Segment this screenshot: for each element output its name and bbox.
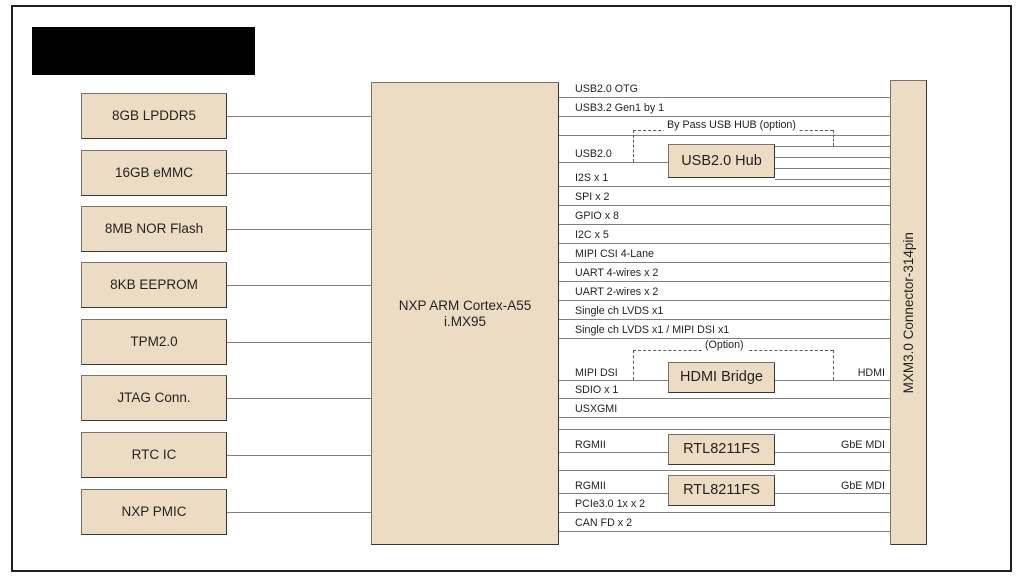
hub-out-line-4 — [775, 179, 890, 180]
left-block-label: 8KB EEPROM — [110, 277, 198, 293]
soc-label-line2: i.MX95 — [443, 313, 487, 329]
hub-out-line-3 — [775, 168, 890, 169]
signal-label-hdmi: HDMI — [857, 367, 885, 379]
mxm-connector-label: MXM3.0 Connector-314pin — [900, 231, 916, 394]
signal-label-usxgmi: USXGMI — [575, 403, 618, 415]
bypass-hdmi-dash-left — [633, 350, 634, 380]
signal-label-rgmii-2: RGMII — [575, 480, 606, 492]
ethernet-phy-block-2[interactable]: RTL8211FS — [668, 475, 775, 506]
line-lpddr5-to-soc — [227, 116, 371, 117]
ethernet-phy-label: RTL8211FS — [683, 441, 760, 458]
signal-label-i2s: I2S x 1 — [575, 172, 609, 184]
signal-line-i2s — [559, 186, 890, 187]
signal-line-gpio — [559, 224, 890, 225]
signal-label-canfd: CAN FD x 2 — [575, 517, 633, 529]
signal-line-mipicsi — [559, 262, 890, 263]
signal-label-i2c: I2C x 5 — [575, 229, 609, 241]
left-block-jtag[interactable]: JTAG Conn. — [81, 375, 227, 421]
signal-line-rgmii2-to-phy — [559, 493, 668, 494]
signal-label-sdio: SDIO x 1 — [575, 384, 619, 396]
signal-line-usxgmi — [559, 417, 890, 418]
signal-line-usb20-to-hub — [559, 162, 668, 163]
mxm-connector-block[interactable]: MXM3.0 Connector-314pin — [890, 80, 927, 545]
signal-line-canfd — [559, 531, 890, 532]
left-block-label: RTC IC — [131, 447, 177, 463]
signal-label-gbe-mdi-1: GbE MDI — [841, 439, 885, 451]
left-block-label: 8GB LPDDR5 — [111, 108, 197, 124]
bypass-usb-dash-right — [833, 130, 834, 146]
signal-line-mipidsi-to-bridge — [559, 380, 668, 381]
signal-line-usb32 — [559, 116, 890, 117]
signal-line-phy2-to-mdi — [775, 493, 890, 494]
signal-label-usb32: USB3.2 Gen1 by 1 — [575, 102, 665, 114]
line-eeprom-to-soc — [227, 285, 371, 286]
signal-line-lvds1 — [559, 319, 890, 320]
signal-line-usb20-otg — [559, 97, 890, 98]
signal-line-sep-b — [559, 429, 890, 430]
signal-line-pcie — [559, 512, 890, 513]
signal-label-pcie: PCIe3.0 1x x 2 — [575, 498, 646, 510]
signal-label-rgmii-1: RGMII — [575, 439, 606, 451]
signal-line-lvds-dsi — [559, 338, 890, 339]
left-block-tpm[interactable]: TPM2.0 — [81, 319, 227, 365]
left-block-label: 8MB NOR Flash — [104, 221, 204, 237]
redacted-title-block — [32, 27, 255, 75]
usb-hub-label: USB2.0 Hub — [681, 152, 762, 169]
signal-line-sdio — [559, 398, 890, 399]
line-tpm-to-soc — [227, 342, 371, 343]
line-emmc-to-soc — [227, 173, 371, 174]
left-block-lpddr5[interactable]: 8GB LPDDR5 — [81, 93, 227, 139]
signal-label-mipicsi: MIPI CSI 4-Lane — [575, 248, 655, 260]
signal-label-lvds1: Single ch LVDS x1 — [575, 305, 664, 317]
left-block-label: JTAG Conn. — [117, 390, 191, 406]
signal-line-rgmii1-to-phy — [559, 452, 668, 453]
hub-out-line-2 — [775, 157, 890, 158]
line-jtag-to-soc — [227, 398, 371, 399]
signal-line-sep-c — [559, 470, 890, 471]
signal-label-mipidsi: MIPI DSI — [575, 367, 618, 379]
soc-label-line1: NXP ARM Cortex-A55 — [398, 297, 532, 313]
signal-label-lvds-dsi: Single ch LVDS x1 / MIPI DSI x1 — [575, 324, 730, 336]
signal-label-gbe-mdi-2: GbE MDI — [841, 480, 885, 492]
signal-line-sep-a — [559, 135, 890, 136]
signal-line-uart2 — [559, 300, 890, 301]
left-block-label: NXP PMIC — [121, 504, 187, 520]
line-pmic-to-soc — [227, 512, 371, 513]
signal-line-bridge-to-hdmi — [775, 380, 890, 381]
signal-line-spi — [559, 205, 890, 206]
hdmi-bridge-label: HDMI Bridge — [680, 369, 763, 386]
ethernet-phy-label: RTL8211FS — [683, 482, 760, 499]
bypass-usb-dash-left — [633, 130, 634, 162]
left-block-eeprom[interactable]: 8KB EEPROM — [81, 262, 227, 308]
signal-line-i2c — [559, 243, 890, 244]
hub-out-line-1 — [775, 146, 890, 147]
left-block-label: TPM2.0 — [130, 334, 178, 350]
signal-label-usb20: USB2.0 — [575, 148, 612, 160]
ethernet-phy-block-1[interactable]: RTL8211FS — [668, 434, 775, 465]
usb-hub-block[interactable]: USB2.0 Hub — [668, 144, 775, 178]
signal-label-gpio: GPIO x 8 — [575, 210, 619, 222]
left-block-nor-flash[interactable]: 8MB NOR Flash — [81, 206, 227, 252]
bypass-hdmi-dash-right — [833, 350, 834, 380]
signal-line-phy1-to-mdi — [775, 452, 890, 453]
signal-line-uart4 — [559, 281, 890, 282]
line-rtc-to-soc — [227, 455, 371, 456]
signal-label-uart4: UART 4-wires x 2 — [575, 267, 659, 279]
left-block-emmc[interactable]: 16GB eMMC — [81, 150, 227, 196]
signal-label-uart2: UART 2-wires x 2 — [575, 286, 659, 298]
left-block-rtc[interactable]: RTC IC — [81, 432, 227, 478]
left-block-label: 16GB eMMC — [114, 165, 194, 181]
soc-block[interactable]: NXP ARM Cortex-A55 i.MX95 — [371, 82, 559, 545]
bypass-hdmi-label: (Option) — [702, 339, 747, 351]
left-block-pmic[interactable]: NXP PMIC — [81, 489, 227, 535]
signal-label-spi: SPI x 2 — [575, 191, 610, 203]
bypass-usb-label: By Pass USB HUB (option) — [664, 119, 799, 131]
signal-label-usb20-otg: USB2.0 OTG — [575, 83, 638, 95]
hdmi-bridge-block[interactable]: HDMI Bridge — [668, 362, 775, 393]
line-nor-to-soc — [227, 229, 371, 230]
